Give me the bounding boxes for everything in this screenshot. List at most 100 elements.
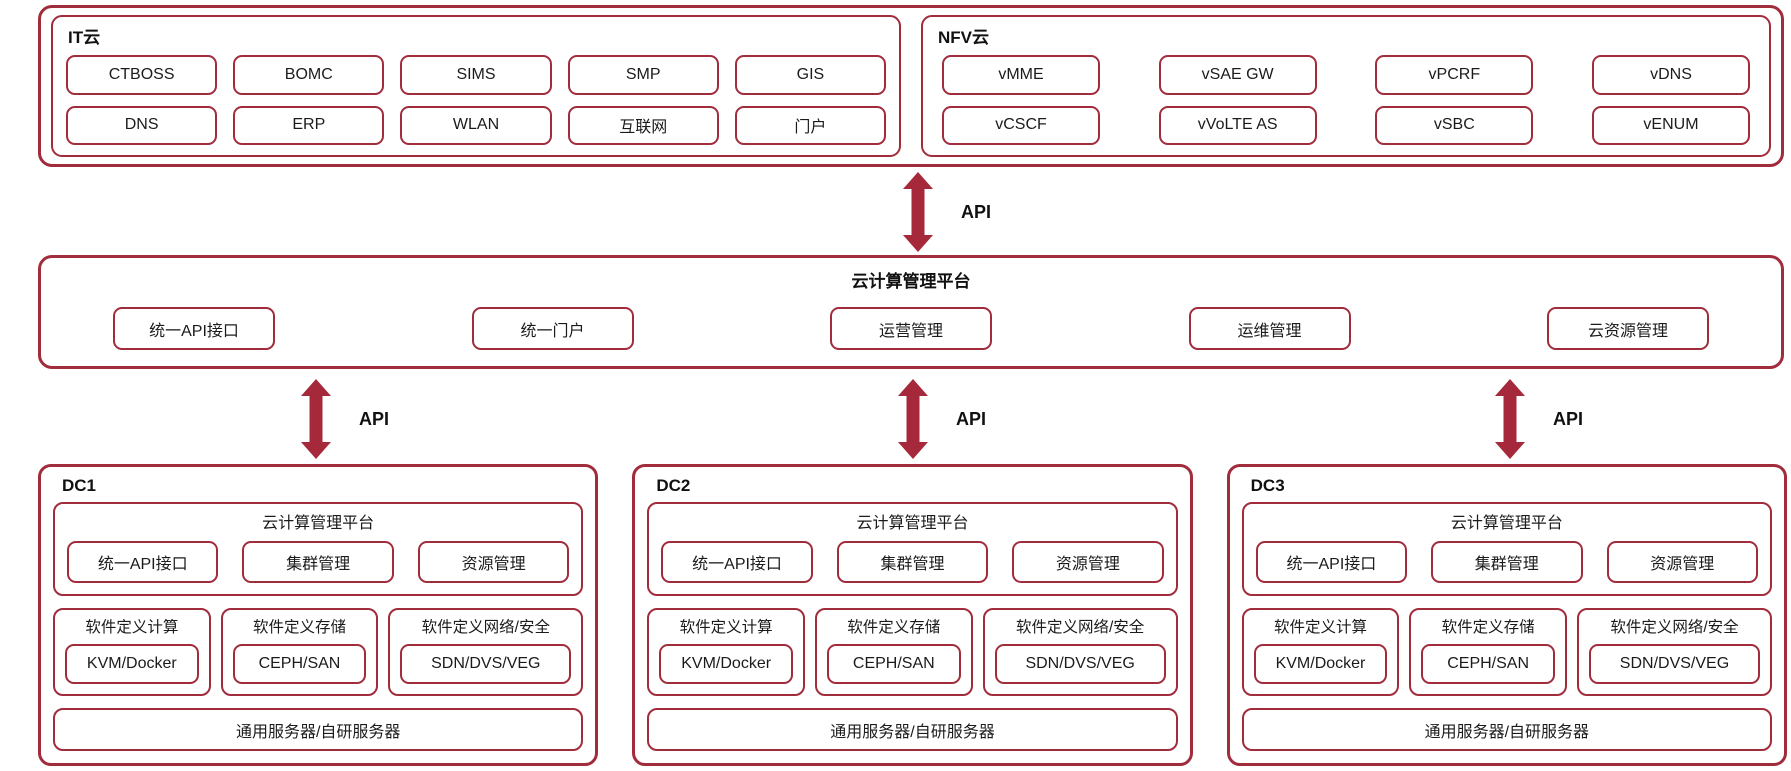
dc-module-box: 统一API接口 bbox=[1255, 541, 1408, 583]
sdx-layer-tech: KVM/Docker bbox=[65, 644, 199, 684]
nfv-app-box: vVoLTE AS bbox=[1158, 105, 1317, 145]
nfv-cloud-row-2: vCSCF vVoLTE AS vSBC vENUM bbox=[936, 105, 1756, 145]
dc3-box: DC3 云计算管理平台 统一API接口 集群管理 资源管理 软件定义计算 KVM… bbox=[1226, 464, 1787, 766]
api-link-dc2: API bbox=[898, 379, 986, 459]
it-app-box: DNS bbox=[66, 105, 218, 145]
dc2-platform-box: 云计算管理平台 统一API接口 集群管理 资源管理 bbox=[647, 502, 1178, 596]
api-link-dc1: API bbox=[301, 379, 389, 459]
dc2-box: DC2 云计算管理平台 统一API接口 集群管理 资源管理 软件定义计算 KVM… bbox=[632, 464, 1193, 766]
nfv-app-box: vSBC bbox=[1375, 105, 1534, 145]
nfv-app-box: vDNS bbox=[1591, 55, 1750, 95]
dc1-hardware-bar: 通用服务器/自研服务器 bbox=[53, 708, 584, 751]
dc-module-box: 集群管理 bbox=[242, 541, 394, 583]
dc2-sdx-layers: 软件定义计算 KVM/Docker 软件定义存储 CEPH/SAN 软件定义网络… bbox=[647, 608, 1178, 696]
dc2-platform-modules: 统一API接口 集群管理 资源管理 bbox=[661, 541, 1164, 583]
dc3-platform-title: 云计算管理平台 bbox=[1450, 515, 1563, 532]
dc1-platform-modules: 统一API接口 集群管理 资源管理 bbox=[67, 541, 570, 583]
nfv-app-box: vCSCF bbox=[942, 105, 1100, 145]
dc1-platform-title: 云计算管理平台 bbox=[262, 515, 375, 532]
it-app-box: BOMC bbox=[233, 55, 385, 95]
dc2-hardware-bar: 通用服务器/自研服务器 bbox=[647, 708, 1178, 751]
sdx-layer-title: 软件定义存储 bbox=[252, 619, 346, 636]
it-app-box: 门户 bbox=[734, 105, 887, 145]
top-clouds-container: IT云 CTBOSS BOMC SIMS SMP GIS DNS ERP WLA… bbox=[38, 5, 1784, 167]
sdx-layer-title: 软件定义网络/安全 bbox=[1015, 619, 1145, 636]
it-app-box: SIMS bbox=[400, 55, 552, 95]
dc1-platform-box: 云计算管理平台 统一API接口 集群管理 资源管理 bbox=[53, 502, 584, 596]
sdx-layer-tech: KVM/Docker bbox=[1253, 644, 1388, 684]
api-link-top: API bbox=[903, 172, 991, 252]
api-arrow-icon bbox=[898, 379, 928, 459]
nfv-cloud-row-1: vMME vSAE GW vPCRF vDNS bbox=[936, 55, 1756, 95]
it-app-box: WLAN bbox=[400, 105, 552, 145]
api-label: API bbox=[1553, 408, 1584, 429]
sdx-layer-tech: CEPH/SAN bbox=[232, 644, 367, 684]
sdx-layer-title: 软件定义存储 bbox=[847, 619, 941, 636]
nfv-cloud-title: NFV云 bbox=[938, 28, 989, 47]
it-cloud-box: IT云 CTBOSS BOMC SIMS SMP GIS DNS ERP WLA… bbox=[51, 15, 901, 157]
dc3-title: DC3 bbox=[1250, 476, 1285, 495]
nfv-cloud-box: NFV云 vMME vSAE GW vPCRF vDNS vCSCF vVoLT… bbox=[921, 15, 1771, 157]
api-label: API bbox=[961, 201, 992, 222]
sdx-layer-tech: CEPH/SAN bbox=[826, 644, 961, 684]
dc1-title: DC1 bbox=[62, 476, 97, 495]
sdx-compute-box: 软件定义计算 KVM/Docker bbox=[53, 608, 211, 696]
sdx-layer-tech: SDN/DVS/VEG bbox=[400, 644, 572, 684]
sdx-storage-box: 软件定义存储 CEPH/SAN bbox=[814, 608, 973, 696]
dc-module-box: 统一API接口 bbox=[661, 541, 813, 583]
nfv-app-box: vMME bbox=[942, 55, 1100, 95]
api-arrow-icon bbox=[1495, 379, 1525, 459]
it-cloud-title: IT云 bbox=[68, 28, 101, 47]
platform-module-box: 运维管理 bbox=[1188, 307, 1351, 350]
api-link-dc3: API bbox=[1495, 379, 1583, 459]
sdx-layer-tech: KVM/Docker bbox=[659, 644, 793, 684]
sdx-network-box: 软件定义网络/安全 SDN/DVS/VEG bbox=[388, 608, 584, 696]
nfv-app-box: vPCRF bbox=[1375, 55, 1534, 95]
api-arrow-icon bbox=[301, 379, 331, 459]
nfv-app-box: vSAE GW bbox=[1158, 55, 1317, 95]
sdx-network-box: 软件定义网络/安全 SDN/DVS/VEG bbox=[982, 608, 1178, 696]
dc3-hardware-bar: 通用服务器/自研服务器 bbox=[1241, 708, 1772, 751]
dc3-platform-modules: 统一API接口 集群管理 资源管理 bbox=[1255, 541, 1758, 583]
sdx-layer-title: 软件定义网络/安全 bbox=[421, 619, 550, 636]
sdx-layer-tech: SDN/DVS/VEG bbox=[1588, 644, 1760, 684]
sdx-compute-box: 软件定义计算 KVM/Docker bbox=[647, 608, 805, 696]
api-label: API bbox=[359, 408, 390, 429]
dc-module-box: 集群管理 bbox=[1431, 541, 1583, 583]
dc-module-box: 资源管理 bbox=[417, 541, 570, 583]
sdx-layer-tech: CEPH/SAN bbox=[1421, 644, 1555, 684]
dc2-title: DC2 bbox=[656, 476, 691, 495]
dc3-platform-box: 云计算管理平台 统一API接口 集群管理 资源管理 bbox=[1241, 502, 1772, 596]
dc1-sdx-layers: 软件定义计算 KVM/Docker 软件定义存储 CEPH/SAN 软件定义网络… bbox=[53, 608, 584, 696]
it-cloud-row-1: CTBOSS BOMC SIMS SMP GIS bbox=[66, 55, 887, 95]
dc2-platform-title: 云计算管理平台 bbox=[856, 515, 969, 532]
dc1-box: DC1 云计算管理平台 统一API接口 集群管理 资源管理 软件定义计算 KVM… bbox=[38, 464, 599, 766]
sdx-layer-title: 软件定义计算 bbox=[679, 619, 773, 636]
it-cloud-row-2: DNS ERP WLAN 互联网 门户 bbox=[66, 105, 887, 145]
sdx-layer-title: 软件定义网络/安全 bbox=[1610, 619, 1739, 636]
sdx-layer-tech: SDN/DVS/VEG bbox=[994, 644, 1166, 684]
platform-module-box: 云资源管理 bbox=[1547, 307, 1709, 350]
sdx-compute-box: 软件定义计算 KVM/Docker bbox=[1241, 608, 1400, 696]
dc-module-box: 资源管理 bbox=[1606, 541, 1758, 583]
nfv-app-box: vENUM bbox=[1591, 105, 1750, 145]
management-platform-box: 云计算管理平台 统一API接口 统一门户 运营管理 运维管理 云资源管理 bbox=[38, 255, 1784, 369]
management-platform-title: 云计算管理平台 bbox=[851, 272, 971, 291]
api-arrow-icon bbox=[903, 172, 933, 252]
sdx-layer-title: 软件定义计算 bbox=[85, 619, 179, 636]
sdx-layer-title: 软件定义计算 bbox=[1273, 619, 1367, 636]
datacenter-row: DC1 云计算管理平台 统一API接口 集群管理 资源管理 软件定义计算 KVM… bbox=[38, 464, 1787, 766]
it-app-box: GIS bbox=[734, 55, 887, 95]
it-app-box: SMP bbox=[567, 55, 719, 95]
sdx-layer-title: 软件定义存储 bbox=[1441, 619, 1535, 636]
platform-module-box: 统一API接口 bbox=[113, 307, 275, 350]
dc-module-box: 集群管理 bbox=[836, 541, 989, 583]
platform-module-box: 统一门户 bbox=[471, 307, 634, 350]
platform-module-box: 运营管理 bbox=[830, 307, 992, 350]
it-app-box: CTBOSS bbox=[66, 55, 218, 95]
it-app-box: 互联网 bbox=[567, 105, 719, 145]
it-app-box: ERP bbox=[233, 105, 385, 145]
sdx-storage-box: 软件定义存储 CEPH/SAN bbox=[220, 608, 379, 696]
dc3-sdx-layers: 软件定义计算 KVM/Docker 软件定义存储 CEPH/SAN 软件定义网络… bbox=[1241, 608, 1772, 696]
